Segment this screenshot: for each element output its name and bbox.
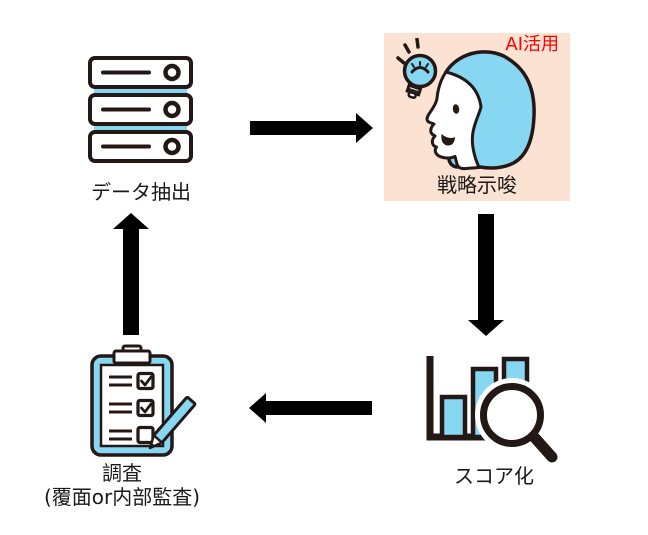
- label-survey-block: 調査 (覆面or内部監査): [41, 461, 203, 509]
- node-survey: [83, 342, 198, 462]
- node-strategy-highlight-box: AI活用: [384, 33, 570, 201]
- label-survey: 調査: [102, 461, 142, 485]
- pencil-icon: [148, 395, 197, 450]
- bar-chart-magnifier-icon: [426, 356, 563, 469]
- node-data-extraction: [88, 56, 193, 163]
- person-idea-icon: [396, 38, 536, 171]
- label-strategy: 戦略示唆: [437, 173, 517, 197]
- label-data-extraction: データ抽出: [91, 180, 191, 204]
- arrow-left-icon: [249, 393, 372, 423]
- clipboard-checklist-icon: [90, 344, 197, 457]
- arrow-down-icon: [468, 214, 504, 336]
- server-icon: [88, 56, 193, 163]
- arrow-up-icon: [113, 213, 149, 335]
- arrow-right-icon: [250, 113, 373, 143]
- label-scoring: スコア化: [454, 464, 534, 488]
- label-survey-sub: (覆面or内部監査): [43, 485, 201, 509]
- node-scoring: [420, 350, 565, 475]
- ai-badge: AI活用: [505, 34, 559, 55]
